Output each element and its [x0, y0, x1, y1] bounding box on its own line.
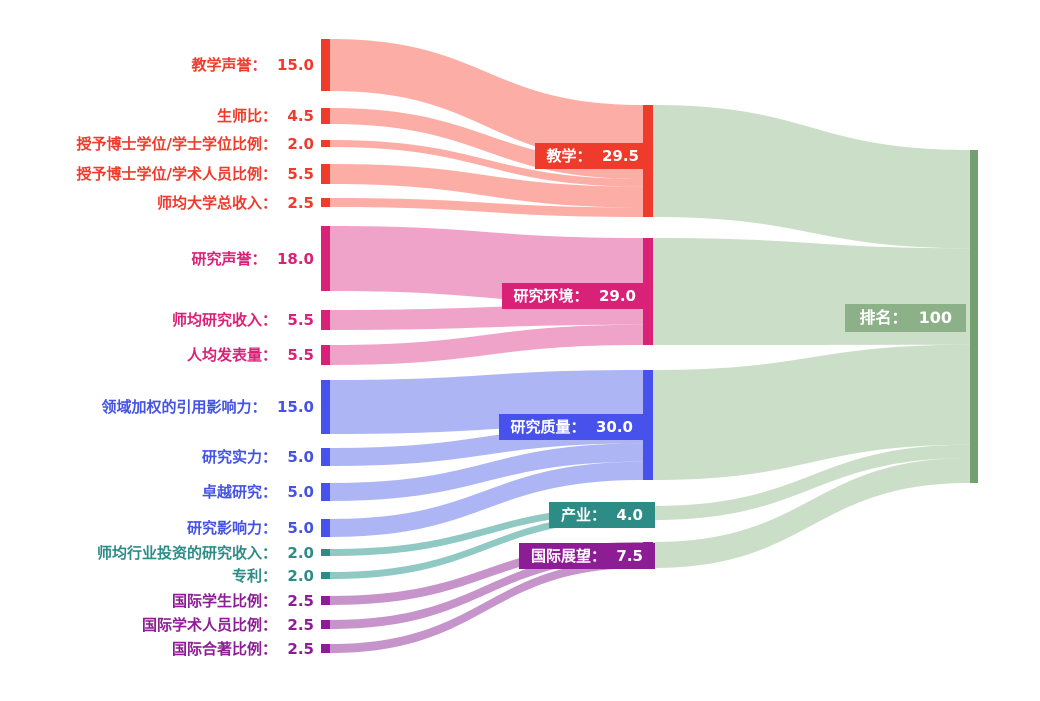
sankey-node-source[interactable]	[321, 483, 330, 501]
source-label: 专利： 2.0	[231, 566, 314, 585]
sankey-node-research_quality[interactable]	[643, 370, 653, 480]
source-label: 国际学生比例： 2.5	[171, 591, 314, 610]
sankey-flow-research_quality[interactable]	[330, 443, 643, 501]
sankey-flow-to-ranking[interactable]	[653, 444, 970, 520]
sankey-flow-teaching[interactable]	[330, 39, 643, 162]
pillar-label-research_env: 研究环境： 29.0	[501, 283, 648, 309]
sankey-node-source[interactable]	[321, 596, 330, 605]
source-label: 领域加权的引用影响力： 15.0	[101, 398, 314, 416]
pillar-label-teaching: 教学： 29.5	[534, 143, 651, 169]
sankey-flow-to-ranking[interactable]	[653, 105, 970, 249]
source-label: 国际学术人员比例： 2.5	[141, 615, 314, 634]
source-label: 国际合著比例： 2.5	[171, 639, 314, 658]
sankey-node-source[interactable]	[321, 198, 330, 207]
sankey-flow-research_env[interactable]	[330, 304, 643, 330]
sankey-flow-research_quality[interactable]	[330, 461, 643, 537]
sankey-flow-teaching[interactable]	[330, 140, 643, 187]
sankey-node-source[interactable]	[321, 39, 330, 91]
sankey-node-source[interactable]	[321, 380, 330, 434]
sankey-node-source[interactable]	[321, 310, 330, 330]
sankey-node-source[interactable]	[321, 164, 330, 184]
sankey-node-source[interactable]	[321, 644, 330, 653]
sankey-node-source[interactable]	[321, 140, 330, 147]
sankey-flow-to-ranking[interactable]	[653, 458, 970, 568]
sankey-node-source[interactable]	[321, 620, 330, 629]
source-label: 师均大学总收入： 2.5	[156, 193, 314, 212]
ranking-label: 排名： 100	[845, 304, 966, 332]
sankey-node-source[interactable]	[321, 108, 330, 124]
sankey-node-ranking[interactable]	[970, 150, 978, 483]
sankey-flow-industry[interactable]	[330, 506, 643, 556]
source-label: 研究实力： 5.0	[201, 448, 314, 466]
source-label: 授予博士学位/学士学位比例： 2.0	[76, 134, 315, 153]
source-label: 授予博士学位/学术人员比例： 5.5	[76, 165, 315, 183]
sankey-node-source[interactable]	[321, 345, 330, 365]
sankey-flow-industry[interactable]	[330, 513, 643, 579]
sankey-flow-research_env[interactable]	[330, 324, 643, 365]
source-label: 卓越研究： 5.0	[201, 483, 314, 501]
source-label: 教学声誉： 15.0	[191, 56, 314, 74]
sankey-node-source[interactable]	[321, 572, 330, 579]
sankey-node-source[interactable]	[321, 519, 330, 537]
sankey-flow-international[interactable]	[330, 542, 643, 605]
sankey-flow-to-ranking[interactable]	[653, 344, 970, 480]
sankey-node-source[interactable]	[321, 226, 330, 291]
source-label: 人均发表量： 5.5	[186, 346, 314, 364]
sankey-node-source[interactable]	[321, 549, 330, 556]
source-label: 生师比： 4.5	[216, 107, 314, 125]
sankey-flow-teaching[interactable]	[330, 164, 643, 208]
pillar-label-industry: 产业： 4.0	[548, 502, 655, 528]
source-label: 研究声誉： 18.0	[191, 249, 314, 268]
sankey-flow-international[interactable]	[330, 559, 643, 653]
sankey-node-source[interactable]	[321, 448, 330, 466]
pillar-label-research_quality: 研究质量： 30.0	[498, 414, 645, 440]
sankey-node-research_env[interactable]	[643, 238, 653, 345]
sankey-flow-teaching[interactable]	[330, 198, 643, 217]
source-label: 研究影响力： 5.0	[186, 519, 314, 537]
pillar-label-international: 国际展望： 7.5	[518, 543, 655, 569]
sankey-flow-international[interactable]	[330, 550, 643, 629]
source-label: 师均行业投资的研究收入： 2.0	[96, 543, 314, 562]
source-label: 师均研究收入： 5.5	[171, 311, 314, 329]
